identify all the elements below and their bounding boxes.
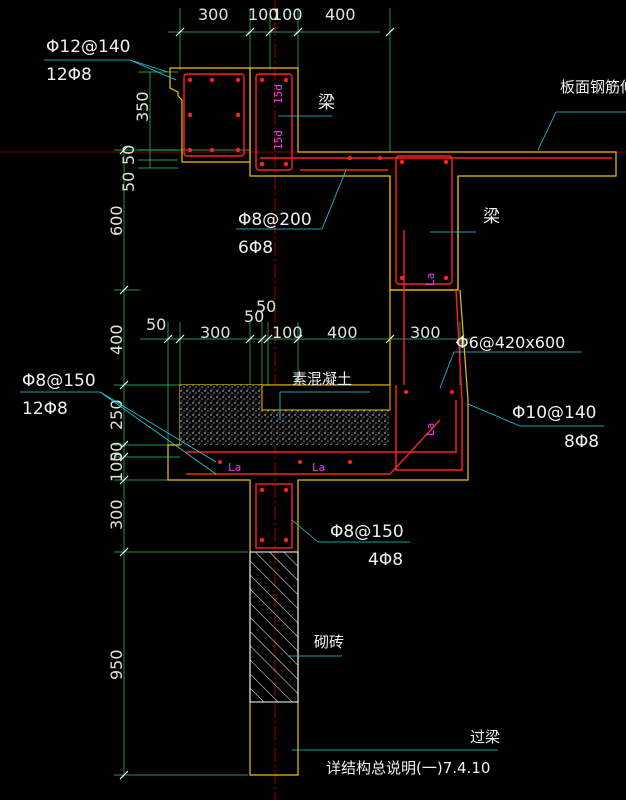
- left-dimension-labels: 350 50 50 600 400 250 50 100 300 950: [107, 91, 152, 680]
- footing-bottom-bar: [186, 419, 441, 475]
- label-bars-6: 6Φ8: [238, 238, 273, 258]
- top-dimension-labels: 300 100 100 400: [198, 5, 356, 24]
- post-stirrup: [255, 483, 293, 549]
- label-post-bars: 4Φ8: [368, 550, 403, 570]
- dim-left-350: 350: [133, 91, 152, 122]
- concrete-inner-notch: [261, 384, 391, 411]
- dim-left-300: 300: [107, 499, 126, 530]
- callout-labels: Φ12@140 12Φ8 梁 板面钢筋伸 Φ8@200 6Φ8 梁 Φ6@420…: [22, 37, 626, 777]
- label-top-stirrup: Φ12@140: [46, 37, 130, 57]
- rebar-lines: [183, 73, 612, 549]
- dim-left-600: 600: [107, 205, 126, 236]
- dim-mid-300b: 300: [410, 323, 441, 342]
- dim-top-100a: 100: [248, 5, 279, 24]
- tag-la-bottom-2: La: [312, 461, 325, 474]
- dim-mid-50a: 50: [146, 315, 166, 334]
- dim-mid-100: 100: [272, 323, 303, 342]
- label-slab-rebar: 板面钢筋伸: [560, 78, 626, 96]
- label-top-bars: 12Φ8: [46, 65, 92, 85]
- dimension-lines: [114, 8, 470, 776]
- rebar-tags: 15d 15d La La La La: [228, 84, 437, 474]
- label-beam-2: 梁: [483, 207, 500, 227]
- dim-top-100b: 100: [272, 5, 303, 24]
- leader-lines: [20, 59, 626, 751]
- label-beam-1: 梁: [318, 93, 335, 113]
- bottom-beam-outline: [167, 289, 469, 776]
- label-reference: 详结构总说明(一)7.4.10: [326, 759, 490, 777]
- right-beam-stirrup: [395, 155, 453, 285]
- label-left-stirrup: Φ8@150: [22, 371, 96, 391]
- dimension-ticks: [119, 27, 465, 780]
- label-post-stirrup: Φ8@150: [330, 522, 404, 542]
- lower-beam-stirrup: [395, 289, 463, 471]
- dim-left-50c: 50: [107, 442, 126, 462]
- tag-15d-a: 15d: [272, 84, 285, 104]
- top-left-beam-stirrup: [183, 73, 245, 157]
- dim-left-400: 400: [107, 324, 126, 355]
- beam-column-outline: [389, 176, 459, 291]
- dim-mid-50b: 50: [244, 307, 264, 326]
- tag-la-right-lower: La: [424, 423, 437, 436]
- dim-left-50a: 50: [119, 145, 138, 165]
- rebar-dots: [187, 77, 454, 543]
- dim-left-950: 950: [107, 649, 126, 680]
- tag-la-right-upper: La: [424, 273, 437, 286]
- dim-left-50b: 50: [119, 172, 138, 192]
- label-lintel: 过梁: [470, 728, 500, 746]
- label-right-stirrup: Φ10@140: [512, 403, 596, 423]
- label-left-bars: 12Φ8: [22, 399, 68, 419]
- small-beam-outline: [249, 67, 617, 291]
- lower-beam-bar: [186, 400, 457, 453]
- dim-top-300: 300: [198, 5, 229, 24]
- small-beam-stirrup: [255, 73, 293, 171]
- mid-dimension-labels: 50 300 50 50 100 400 300: [146, 297, 441, 342]
- dim-left-100: 100: [107, 451, 126, 482]
- dim-mid-300: 300: [200, 323, 231, 342]
- label-stirrup-200: Φ8@200: [238, 210, 312, 230]
- label-stirrup-6: Φ6@420x600: [456, 333, 565, 352]
- label-plain-concrete: 素混凝土: [292, 370, 352, 388]
- brick-hatch: [249, 551, 299, 703]
- dim-mid-400: 400: [327, 323, 358, 342]
- dim-mid-50c: 50: [256, 297, 276, 316]
- tag-la-bottom-1: La: [228, 461, 241, 474]
- tag-15d-b: 15d: [272, 130, 285, 150]
- label-brick: 砌砖: [314, 633, 344, 651]
- dim-top-400: 400: [325, 5, 356, 24]
- label-right-bars: 8Φ8: [564, 432, 599, 452]
